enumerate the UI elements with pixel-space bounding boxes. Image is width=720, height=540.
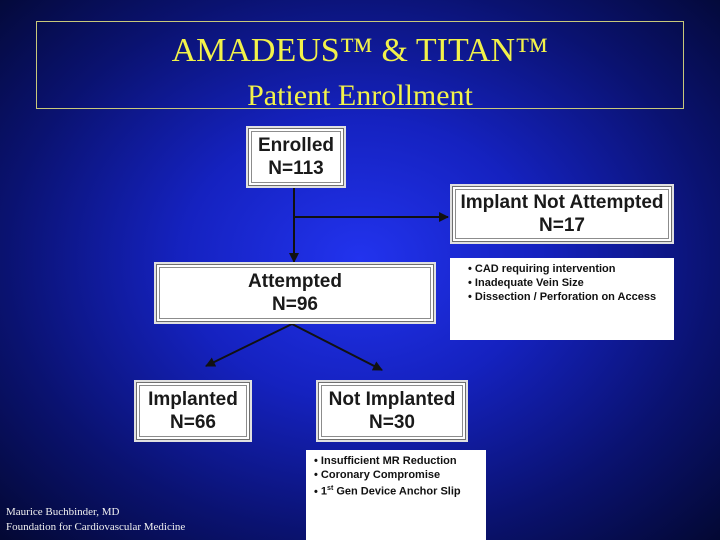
implanted-count: N=66 xyxy=(170,412,216,433)
not-attempted-label: Implant Not Attempted xyxy=(460,192,664,213)
attempted-box: Attempted N=96 xyxy=(156,264,434,322)
attempted-count: N=96 xyxy=(272,294,318,315)
not-implanted-reasons: Insufficient MR Reduction Coronary Compr… xyxy=(306,450,486,540)
not-implanted-count: N=30 xyxy=(369,412,415,433)
slide-title: AMADEUS™ & TITAN™ xyxy=(171,32,549,69)
enrolled-box: Enrolled N=113 xyxy=(248,128,344,186)
presenter-credit: Maurice Buchbinder, MD Foundation for Ca… xyxy=(6,505,185,535)
reason-item: 1st Gen Device Anchor Slip xyxy=(314,482,478,499)
arrow-to-implanted xyxy=(205,323,293,367)
reason-item: Insufficient MR Reduction xyxy=(314,454,478,468)
not-attempted-count: N=17 xyxy=(539,215,585,236)
implanted-box: Implanted N=66 xyxy=(136,382,250,440)
attempted-label: Attempted xyxy=(248,271,342,292)
not-attempted-box: Implant Not Attempted N=17 xyxy=(452,186,672,242)
reason-item: Dissection / Perforation on Access xyxy=(468,290,666,304)
enrolled-count: N=113 xyxy=(268,158,324,179)
presenter-name: Maurice Buchbinder, MD xyxy=(6,506,120,518)
reason-item: Coronary Compromise xyxy=(314,468,478,482)
reason-item: CAD requiring intervention xyxy=(468,262,666,276)
not-implanted-box: Not Implanted N=30 xyxy=(318,382,466,440)
implanted-label: Implanted xyxy=(148,389,238,410)
reason-item: Inadequate Vein Size xyxy=(468,276,666,290)
arrow-to-not-implanted xyxy=(291,323,383,371)
slide-subtitle: Patient Enrollment xyxy=(247,79,473,112)
enrolled-label: Enrolled xyxy=(257,135,334,156)
presenter-affiliation: Foundation for Cardiovascular Medicine xyxy=(6,521,186,533)
not-implanted-label: Not Implanted xyxy=(328,389,456,410)
title-frame xyxy=(36,21,684,109)
not-attempted-reasons: CAD requiring intervention Inadequate Ve… xyxy=(450,258,674,340)
